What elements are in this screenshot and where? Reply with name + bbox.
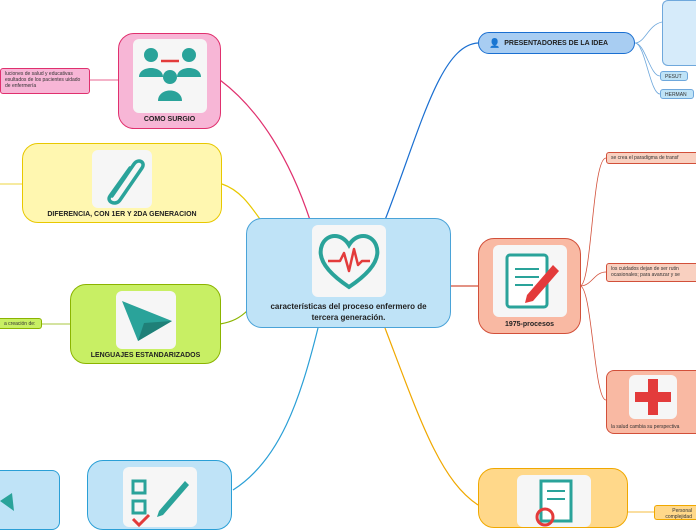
1975-note-1[interactable]: se crea el paradigma de transf bbox=[606, 152, 696, 164]
link-como-surgio bbox=[219, 79, 311, 221]
link-diferencia bbox=[221, 183, 263, 223]
paper-plane-icon bbox=[116, 291, 176, 349]
link-bottom-right bbox=[384, 327, 479, 506]
link-pres-pesut bbox=[634, 42, 661, 77]
node-diferencia[interactable]: DIFERENCIA, CON 1ER Y 2DA GENERACION bbox=[22, 143, 222, 223]
node-como-surgio[interactable]: COMO SURGIO bbox=[118, 33, 221, 129]
presentadores-top-node[interactable] bbox=[662, 0, 696, 66]
paperclip-icon bbox=[92, 150, 152, 208]
presentador-herman[interactable]: HERMAN bbox=[660, 89, 694, 99]
notepad-pencil-icon bbox=[493, 245, 567, 317]
link-1975-n3 bbox=[579, 285, 607, 401]
1975-note-2[interactable]: los cuidados dejan de ser rutin ocasiona… bbox=[606, 263, 696, 282]
page-icon bbox=[0, 493, 14, 511]
central-title: características del proceso enfermero de… bbox=[270, 302, 427, 322]
lenguajes-title: LENGUAJES ESTANDARIZADOS bbox=[90, 352, 201, 359]
heart-rate-icon bbox=[312, 225, 386, 297]
1975-title: 1975-procesos bbox=[504, 321, 555, 328]
bottom-right-note[interactable]: Personal complejidad bbox=[654, 505, 696, 520]
link-bottom-left bbox=[232, 327, 319, 491]
medical-cross-icon bbox=[629, 375, 677, 419]
node-1975-procesos[interactable]: 1975-procesos bbox=[478, 238, 581, 334]
node-bottom-right[interactable] bbox=[478, 468, 628, 528]
link-pres-herman bbox=[634, 42, 661, 95]
document-search-icon bbox=[517, 475, 591, 527]
diferencia-title: DIFERENCIA, CON 1ER Y 2DA GENERACION bbox=[47, 211, 197, 218]
central-node[interactable]: características del proceso enfermero de… bbox=[246, 218, 451, 328]
lenguajes-note[interactable]: a creación de: bbox=[0, 318, 42, 329]
como-surgio-note[interactable]: luciones de salud y educativas esultados… bbox=[0, 68, 90, 94]
link-1975-n2 bbox=[579, 271, 607, 287]
checklist-pencil-icon bbox=[123, 467, 197, 527]
como-surgio-title: COMO SURGIO bbox=[143, 116, 196, 123]
1975-note-3-card[interactable]: la salud cambia su perspectiva bbox=[606, 370, 696, 434]
presentador-pesut[interactable]: PESUT bbox=[660, 71, 688, 81]
link-1975-n1 bbox=[579, 157, 607, 287]
link-lenguajes bbox=[219, 309, 249, 325]
person-icon: 👤 bbox=[489, 37, 501, 48]
presentadores-title: PRESENTADORES DE LA IDEA bbox=[504, 39, 609, 47]
1975-note-3: la salud cambia su perspectiva bbox=[611, 424, 680, 430]
link-presentadores bbox=[384, 42, 479, 221]
node-bottom-left-partial[interactable] bbox=[0, 470, 60, 530]
link-pres-top bbox=[634, 21, 663, 44]
node-lenguajes[interactable]: LENGUAJES ESTANDARIZADOS bbox=[70, 284, 221, 364]
node-presentadores[interactable]: 👤 PRESENTADORES DE LA IDEA bbox=[478, 32, 635, 54]
people-group-icon bbox=[133, 39, 207, 113]
